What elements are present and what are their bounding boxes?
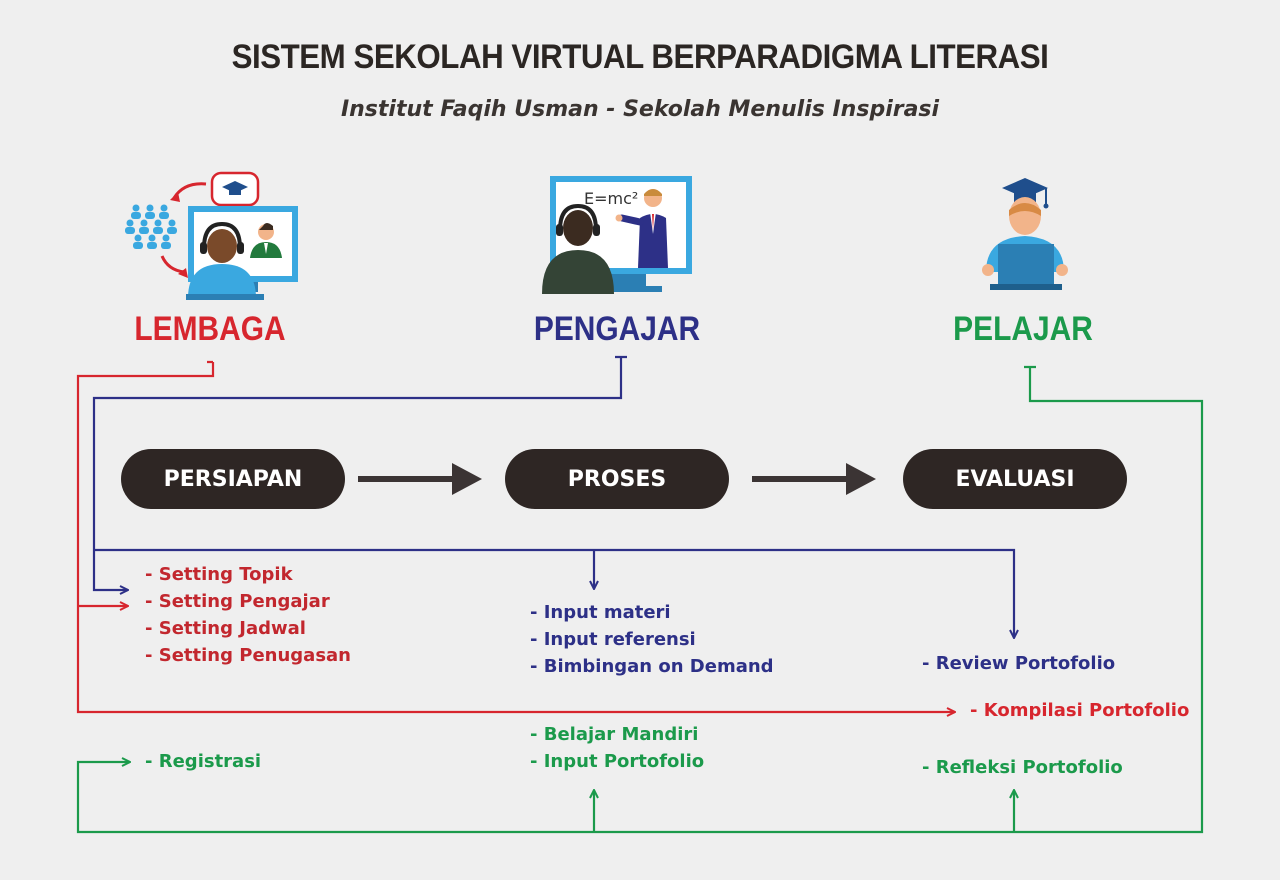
item-input-referensi: - Input referensi (530, 629, 696, 650)
item-registrasi: - Registrasi (145, 751, 262, 772)
item-refleksi-portofolio: - Refleksi Portofolio (922, 757, 1123, 778)
item-review-portofolio: - Review Portofolio (922, 653, 1116, 674)
teacher-presentation-icon: E=mc² (542, 176, 692, 294)
item-belajar-mandiri: - Belajar Mandiri (530, 724, 699, 745)
item-bimbingan: - Bimbingan on Demand (530, 656, 774, 677)
item-input-materi: - Input materi (530, 602, 671, 623)
page-subtitle: Institut Faqih Usman - Sekolah Menulis I… (340, 97, 940, 122)
pelajar-connector (76, 365, 1204, 834)
role-pelajar: PELAJAR (953, 310, 1093, 348)
stage-arrow-2 (752, 463, 876, 495)
lembaga-connector (76, 360, 955, 712)
graduate-student-laptop-icon (982, 178, 1068, 290)
item-setting-topik: - Setting Topik (145, 564, 293, 585)
pengajar-connector (92, 355, 1014, 638)
item-input-portofolio: - Input Portofolio (530, 751, 705, 772)
item-setting-pengajar: - Setting Pengajar (145, 591, 330, 612)
page-title: SISTEM SEKOLAH VIRTUAL BERPARADIGMA LITE… (231, 38, 1049, 76)
formula-text: E=mc² (584, 189, 638, 208)
item-kompilasi-portofolio: - Kompilasi Portofolio (970, 700, 1190, 721)
stage-arrow-1 (358, 463, 482, 495)
item-setting-penugasan: - Setting Penugasan (145, 645, 351, 666)
role-pengajar: PENGAJAR (533, 310, 701, 348)
stage-proses: PROSES (505, 449, 729, 509)
stage-evaluasi: EVALUASI (903, 449, 1127, 509)
institution-online-class-icon (125, 171, 298, 300)
stage-persiapan: PERSIAPAN (121, 449, 345, 509)
item-setting-jadwal: - Setting Jadwal (145, 618, 306, 639)
role-lembaga: LEMBAGA (134, 310, 286, 348)
